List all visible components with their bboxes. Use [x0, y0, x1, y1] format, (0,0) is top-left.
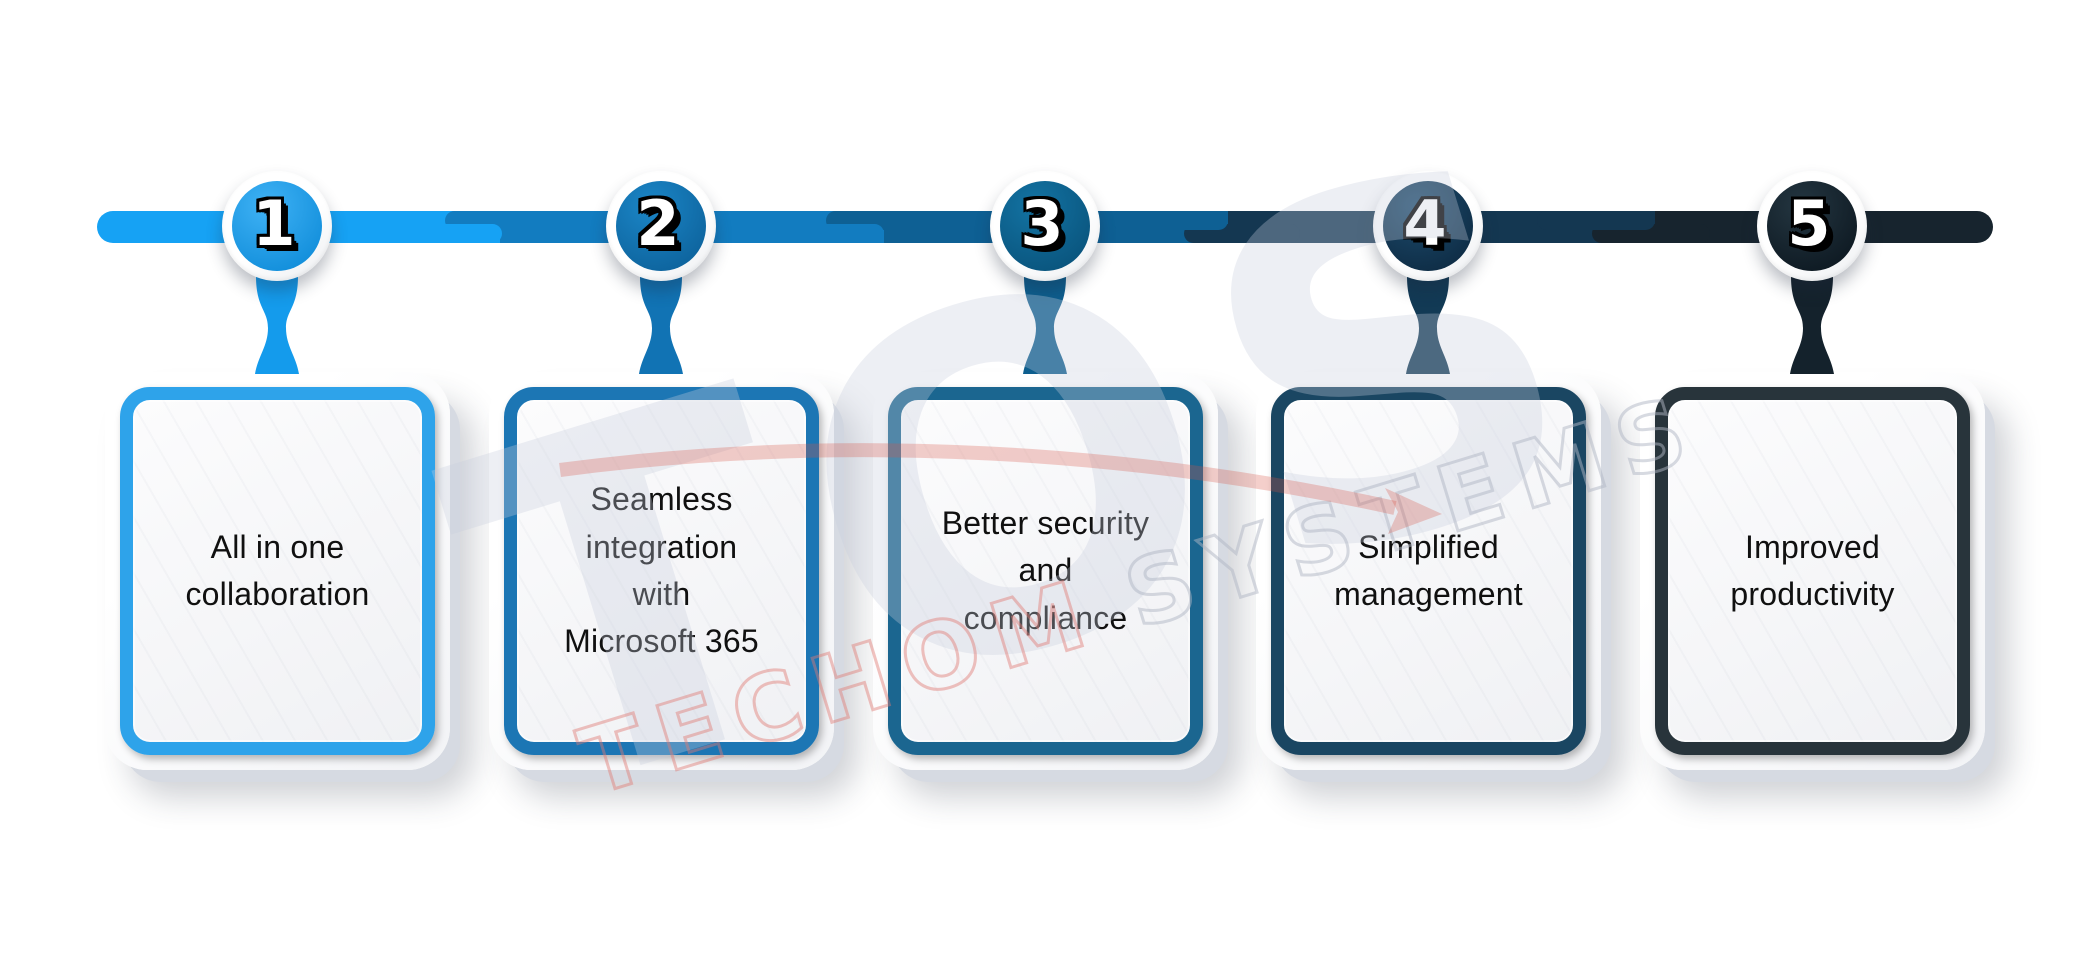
card-label-line: Better security	[941, 504, 1150, 541]
timeline-pill	[769, 224, 884, 243]
number-badge: 4	[1373, 171, 1483, 281]
step-number: 4	[1403, 187, 1447, 260]
number-badge-ring: 4	[1383, 181, 1473, 271]
card-border-frame: Simplified management	[1271, 387, 1586, 755]
card-label: Improved productivity	[1716, 524, 1908, 619]
step-group-1: 1 All in one collaboration	[105, 0, 450, 960]
connector-shape	[1023, 276, 1067, 374]
step-number: 3	[1020, 187, 1064, 260]
card-border-frame: Seamless integration with Microsoft 365	[504, 387, 819, 755]
card-label-line: and	[1018, 552, 1073, 589]
connector-shape	[1790, 276, 1834, 374]
card-label-line: with	[632, 576, 691, 612]
number-badge-ring: 2	[616, 181, 706, 271]
connector-shape	[1406, 276, 1450, 374]
step-group-4: 4 Simplified management	[1256, 0, 1601, 960]
card-border-frame: Better security and compliance	[888, 387, 1203, 755]
step-number: 5	[1787, 187, 1831, 260]
benefit-card: Seamless integration with Microsoft 365	[489, 372, 834, 770]
card-label: Seamless integration with Microsoft 365	[550, 476, 773, 665]
card-label-line: collaboration	[185, 576, 370, 612]
number-badge: 1	[222, 171, 332, 281]
card-label: Better security and compliance	[928, 500, 1164, 642]
card-label-line: Simplified	[1358, 528, 1499, 565]
connector-shape	[255, 276, 299, 374]
number-badge-ring: 5	[1767, 181, 1857, 271]
card-label-line: compliance	[963, 599, 1128, 636]
timeline-pill	[1112, 211, 1228, 230]
card-label-line: Improved	[1745, 528, 1880, 565]
card-label-line: productivity	[1730, 576, 1895, 612]
card-label-line: All in one	[210, 528, 345, 565]
card-label: All in one collaboration	[171, 524, 383, 619]
card-border-frame: Improved productivity	[1655, 387, 1970, 755]
benefit-card: All in one collaboration	[105, 372, 450, 770]
step-number: 1	[252, 187, 296, 260]
benefit-card: Improved productivity	[1640, 372, 1985, 770]
card-label: Simplified management	[1320, 524, 1537, 619]
card-label-line: integration	[585, 528, 738, 565]
card-border-frame: All in one collaboration	[120, 387, 435, 755]
timeline-pill	[1537, 211, 1655, 230]
number-badge: 5	[1757, 171, 1867, 281]
number-badge: 2	[606, 171, 716, 281]
card-label-line: management	[1334, 576, 1523, 612]
timeline-pill	[385, 224, 502, 243]
benefit-card: Simplified management	[1256, 372, 1601, 770]
step-group-2: 2 Seamless integration with Microsoft 36…	[489, 0, 834, 960]
card-label-line: Seamless	[590, 481, 733, 518]
step-number: 2	[636, 187, 680, 260]
number-badge: 3	[990, 171, 1100, 281]
connector-shape	[639, 276, 683, 374]
number-badge-ring: 3	[1000, 181, 1090, 271]
step-group-5: 5 Improved productivity	[1640, 0, 1985, 960]
number-badge-ring: 1	[232, 181, 322, 271]
step-group-3: 3 Better security and compliance	[873, 0, 1218, 960]
card-label-line: Microsoft 365	[564, 623, 759, 660]
benefit-card: Better security and compliance	[873, 372, 1218, 770]
